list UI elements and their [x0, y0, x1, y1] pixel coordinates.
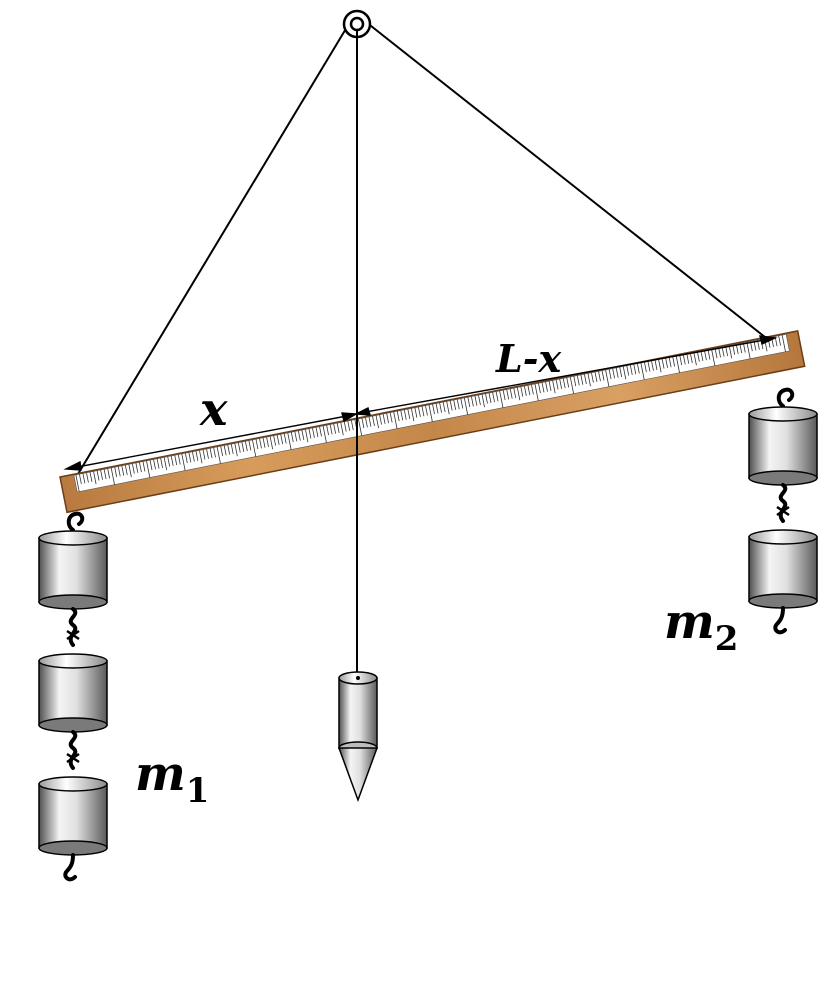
x-dimension-line [71, 414, 353, 469]
weight-block [748, 529, 818, 609]
stick-scale-ticks [75, 334, 786, 492]
label-m1-subscript: 1 [186, 771, 210, 811]
suspension-strings [77, 21, 776, 475]
weight-block [38, 530, 108, 610]
weight-stack-m2 [748, 387, 818, 635]
stick-scale-strip [73, 333, 790, 493]
pivot-ring [342, 9, 372, 39]
meter-stick [59, 330, 806, 514]
label-m2-base: m [664, 594, 715, 650]
lx-arrow-right [759, 335, 778, 345]
weight-block [38, 653, 108, 733]
weight-block [748, 406, 818, 486]
label-x: x [199, 382, 228, 436]
dimension-arrows [63, 335, 778, 471]
right-string [365, 21, 776, 346]
label-m1: m1 [135, 746, 209, 811]
lx-dimension-line [359, 338, 771, 414]
x-arrow-right [341, 412, 359, 423]
plumb-bob [337, 671, 379, 803]
weight-stack-m1 [38, 511, 108, 882]
left-string [77, 21, 351, 475]
x-arrow-left [63, 460, 82, 471]
label-m2-subscript: 2 [715, 619, 739, 659]
label-l-minus-x: L-x [495, 336, 562, 381]
plumb-line [337, 30, 379, 803]
label-m2: m2 [664, 594, 738, 659]
lx-arrow-left [353, 406, 371, 416]
label-m1-base: m [135, 746, 186, 802]
weight-block [38, 776, 108, 856]
